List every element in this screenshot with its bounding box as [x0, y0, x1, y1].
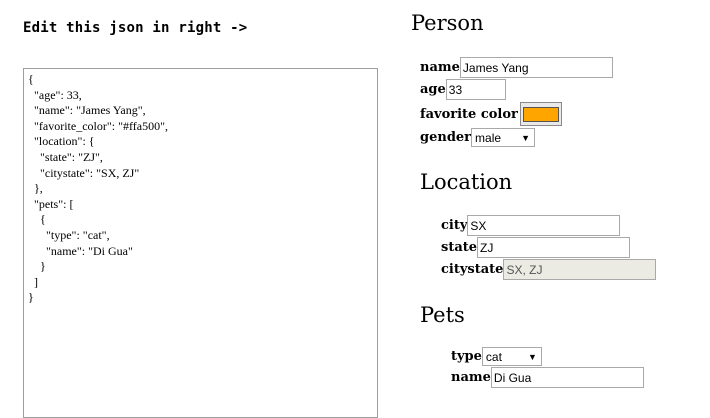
- person-name-field: name: [420, 57, 613, 78]
- favorite-color-swatch: [522, 106, 559, 122]
- person-name-label: name: [420, 60, 460, 75]
- chevron-down-icon: ▼: [528, 351, 537, 362]
- location-state-label: state: [441, 240, 478, 255]
- location-state-field: state: [441, 237, 631, 258]
- location-citystate-field: citystate: [441, 259, 657, 280]
- person-gender-label: gender: [420, 130, 472, 145]
- person-gender-field: gender male ▼: [420, 128, 536, 147]
- pet-name-field: name: [451, 367, 644, 388]
- pet-type-field: type cat ▼: [451, 347, 542, 366]
- location-city-input[interactable]: [467, 215, 621, 236]
- location-state-input[interactable]: [477, 237, 631, 258]
- pets-heading: Pets: [420, 303, 465, 327]
- person-age-field: age: [420, 79, 506, 100]
- person-heading: Person: [411, 11, 484, 35]
- gender-select[interactable]: male ▼: [471, 128, 536, 147]
- pet-name-input[interactable]: [490, 367, 644, 388]
- json-editor[interactable]: { "age": 33, "name": "James Yang", "favo…: [23, 68, 378, 418]
- person-age-input[interactable]: [445, 79, 506, 100]
- location-city-label: city: [441, 218, 468, 233]
- person-name-input[interactable]: [459, 57, 613, 78]
- location-heading: Location: [420, 170, 513, 194]
- gender-select-value: male: [475, 130, 502, 145]
- person-color-field: favorite color: [420, 102, 562, 126]
- instruction-text: Edit this json in right ->: [23, 20, 248, 36]
- location-city-field: city: [441, 215, 621, 236]
- favorite-color-picker[interactable]: [519, 102, 562, 126]
- location-citystate-label: citystate: [441, 262, 504, 277]
- pet-name-label: name: [451, 370, 491, 385]
- pet-type-label: type: [451, 349, 482, 364]
- person-age-label: age: [420, 82, 446, 97]
- location-citystate-input[interactable]: [503, 259, 657, 280]
- pet-type-select[interactable]: cat ▼: [481, 347, 542, 366]
- pet-type-select-value: cat: [485, 349, 502, 364]
- person-color-label: favorite color: [420, 106, 518, 122]
- chevron-down-icon: ▼: [521, 132, 531, 143]
